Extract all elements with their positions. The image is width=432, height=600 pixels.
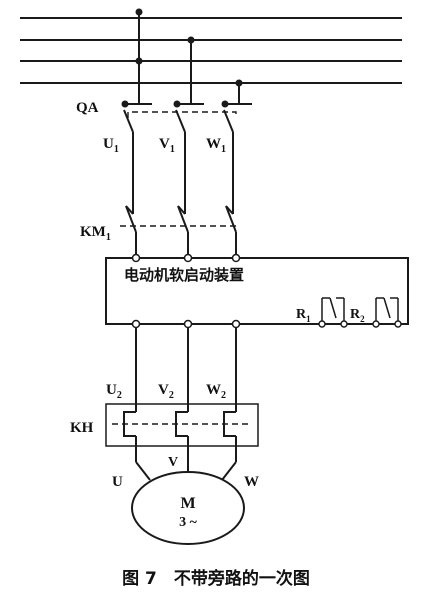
tap-w-dot bbox=[235, 79, 243, 87]
terminal-out-u bbox=[131, 319, 141, 329]
qa-dot-v bbox=[173, 100, 181, 108]
motor-terminal-v: V bbox=[168, 455, 178, 470]
r2-terminal-a bbox=[372, 320, 380, 328]
terminal-in-u bbox=[131, 253, 141, 263]
relay-r2-label: R2 bbox=[350, 307, 365, 324]
r1-terminal-b bbox=[340, 320, 348, 328]
motor-label: M bbox=[180, 495, 195, 512]
lead-w bbox=[221, 461, 237, 481]
qa-linkage bbox=[127, 111, 237, 118]
motor-phase-label: 3 ~ bbox=[179, 515, 198, 530]
soft-starter-box bbox=[105, 257, 409, 325]
relay-r1-label: R1 bbox=[296, 307, 311, 324]
kh-outline bbox=[105, 403, 259, 447]
overload-label: KH bbox=[70, 420, 94, 436]
terminal-out-w bbox=[231, 319, 241, 329]
label-u1: U1 bbox=[103, 136, 119, 155]
phase-wires-lower bbox=[135, 328, 237, 412]
qa-blade-w bbox=[223, 109, 234, 133]
soft-starter-device: 电动机软启动装置 R1 R2 bbox=[105, 253, 409, 329]
qa-blade-u bbox=[123, 109, 134, 133]
contactor-km1: KM1 bbox=[80, 205, 240, 243]
tap-u-dot-top bbox=[135, 8, 143, 16]
contactor-label: KM1 bbox=[80, 224, 111, 243]
bus-taps bbox=[135, 8, 243, 104]
qa-dot-u bbox=[121, 100, 129, 108]
km-arm-w bbox=[225, 205, 237, 233]
motor-leads bbox=[135, 436, 237, 481]
label-v2: V2 bbox=[158, 382, 174, 401]
terminal-in-w bbox=[231, 253, 241, 263]
lead-u bbox=[135, 461, 151, 481]
qa-dot-w bbox=[221, 100, 229, 108]
r2-contact-blade bbox=[383, 297, 391, 319]
label-u2: U2 bbox=[106, 382, 122, 401]
r1-terminal-a bbox=[318, 320, 326, 328]
tap-v-dot bbox=[187, 36, 195, 44]
motor-terminal-u: U bbox=[112, 474, 123, 490]
motor-m: M 3 ~ bbox=[131, 471, 245, 545]
figure-caption: 图 7 不带旁路的一次图 bbox=[122, 568, 310, 589]
km-arm-u bbox=[125, 205, 137, 233]
r2-terminal-b bbox=[394, 320, 402, 328]
phase-wires-to-box bbox=[135, 232, 237, 258]
motor-outline bbox=[131, 471, 245, 545]
relay-r2: R2 bbox=[350, 297, 402, 328]
relay-r1: R1 bbox=[296, 297, 348, 328]
overload-relay-kh: KH bbox=[70, 403, 259, 447]
terminal-out-v bbox=[183, 319, 193, 329]
km-arm-v bbox=[177, 205, 189, 233]
phase-wires-upper bbox=[132, 132, 234, 214]
label-w1: W1 bbox=[206, 136, 226, 155]
terminal-in-v bbox=[183, 253, 193, 263]
soft-starter-label: 电动机软启动装置 bbox=[124, 266, 244, 284]
bus-bars bbox=[20, 17, 402, 84]
tap-u-dot bbox=[135, 57, 143, 65]
breaker-qa: QA bbox=[76, 100, 252, 133]
motor-terminal-w: W bbox=[244, 474, 259, 490]
breaker-label: QA bbox=[76, 100, 99, 116]
label-v1: V1 bbox=[159, 136, 175, 155]
label-w2: W2 bbox=[206, 382, 226, 401]
qa-blade-v bbox=[175, 109, 186, 133]
r1-contact-blade bbox=[329, 297, 337, 319]
